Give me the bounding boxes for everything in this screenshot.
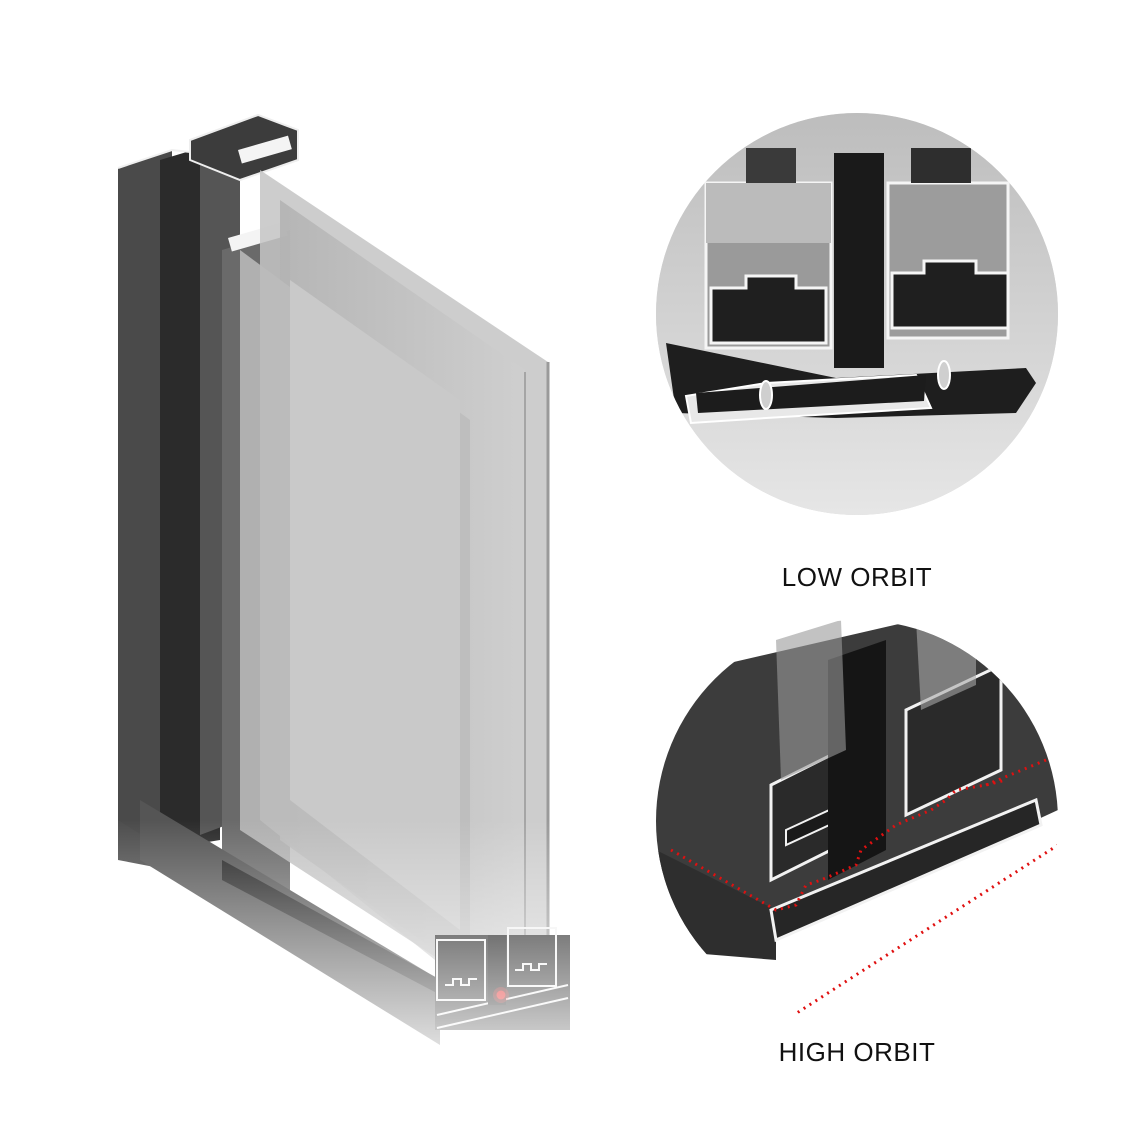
- low-orbit-caption: LOW ORBIT: [781, 562, 933, 592]
- window-frame-illustration: [100, 100, 600, 1100]
- low-orbit-profile-drawing: [656, 113, 1058, 515]
- high-orbit-profile-drawing: [656, 620, 1058, 1022]
- window-frame-drawing: [100, 113, 600, 1100]
- high-orbit-detail-image: [656, 620, 1058, 1022]
- high-orbit-caption: HIGH ORBIT: [778, 1037, 936, 1067]
- low-orbit-detail-image: [656, 113, 1058, 515]
